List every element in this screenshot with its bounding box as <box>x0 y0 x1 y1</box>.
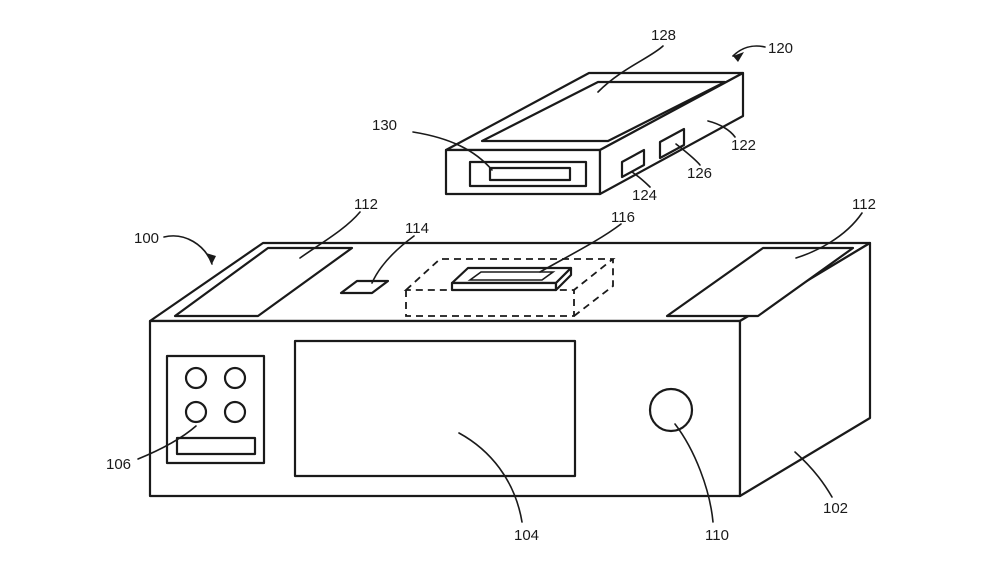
leader-124 <box>631 171 651 188</box>
leader-lines <box>137 45 863 523</box>
control-button-2 <box>223 366 247 390</box>
slot <box>339 279 390 295</box>
dock-connector-inner <box>467 271 556 281</box>
reference-labels: 128 120 130 122 124 126 100 112 112 114 … <box>106 27 876 544</box>
leader-112-right <box>795 212 863 259</box>
label-122: 122 <box>731 137 756 154</box>
label-128: 128 <box>651 27 676 44</box>
speaker-right <box>665 246 855 318</box>
device-port-a <box>620 148 646 179</box>
control-strip <box>175 436 257 456</box>
label-106: 106 <box>106 456 131 473</box>
label-120: 120 <box>768 40 793 57</box>
label-112-right: 112 <box>852 196 876 213</box>
arrow-120 <box>733 52 744 62</box>
label-104: 104 <box>514 527 539 544</box>
leader-128 <box>597 45 664 93</box>
label-124: 124 <box>632 187 657 204</box>
dock-cavity-front <box>405 290 575 317</box>
leader-100 <box>163 235 213 265</box>
leader-110 <box>674 423 714 523</box>
arrow-100 <box>206 253 216 264</box>
label-114: 114 <box>405 220 429 237</box>
leader-130 <box>412 131 493 171</box>
device-connector-plug <box>488 166 572 182</box>
label-112-left: 112 <box>354 196 378 213</box>
display-screen <box>293 339 577 478</box>
leader-122 <box>707 120 736 138</box>
label-116: 116 <box>611 209 635 226</box>
speaker-left <box>173 246 354 318</box>
leader-116 <box>539 223 622 273</box>
leader-104 <box>458 432 523 523</box>
leader-120 <box>732 45 766 57</box>
label-130: 130 <box>372 117 397 134</box>
control-button-3 <box>184 400 208 424</box>
label-102: 102 <box>823 500 848 517</box>
leader-102 <box>794 451 833 498</box>
volume-knob <box>648 387 694 433</box>
dock-connector-front <box>450 281 558 292</box>
leader-112-left <box>299 211 361 259</box>
label-110: 110 <box>705 527 729 544</box>
base-unit <box>148 241 872 498</box>
dock-cavity-side <box>573 259 614 317</box>
device-port-b <box>658 127 686 160</box>
dock-connector-side <box>554 266 573 292</box>
leader-126 <box>675 143 701 166</box>
control-button-1 <box>184 366 208 390</box>
control-button-4 <box>223 400 247 424</box>
leader-106 <box>137 425 197 460</box>
leader-114 <box>371 235 415 284</box>
device-screen <box>480 80 727 143</box>
label-126: 126 <box>687 165 712 182</box>
label-100: 100 <box>134 230 159 247</box>
